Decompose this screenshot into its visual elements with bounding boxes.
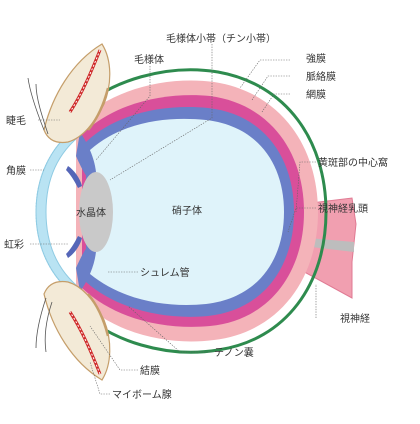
label-ciliary-zonule: 毛様体小帯（チン小帯）: [166, 32, 276, 45]
label-sclera: 強膜: [306, 52, 326, 65]
ciliary-body: [76, 132, 97, 292]
label-eyelashes: 睫毛: [6, 115, 26, 127]
vitreous-body: [90, 118, 284, 305]
label-ciliary-body: 毛様体: [134, 53, 164, 66]
lens: [79, 172, 113, 252]
label-cornea: 角膜: [6, 165, 26, 177]
label-optic-disc: 視神経乳頭: [318, 202, 368, 215]
label-retina: 網膜: [306, 88, 326, 101]
label-fovea: 黄斑部の中心窩: [318, 156, 388, 169]
leader-lines: [30, 44, 317, 395]
label-optic-nerve: 視神経: [340, 312, 370, 325]
upper-eyelid: [43, 43, 111, 144]
label-conjunctiva: 結膜: [140, 364, 160, 377]
conjunctiva-outline: [70, 68, 328, 354]
iris: [66, 166, 82, 258]
label-lens: 水晶体: [76, 207, 106, 219]
label-meibomian-gland: マイボーム腺: [112, 388, 172, 401]
label-choroid: 脈絡膜: [306, 70, 336, 83]
label-schlemm-canal: シュレム管: [140, 266, 190, 279]
eyelashes: [27, 77, 49, 135]
lower-eyelid: [35, 280, 111, 381]
label-vitreous: 硝子体: [172, 204, 202, 217]
label-iris: 虹彩: [4, 239, 24, 251]
label-tenon-capsule: テノン嚢: [214, 346, 254, 359]
